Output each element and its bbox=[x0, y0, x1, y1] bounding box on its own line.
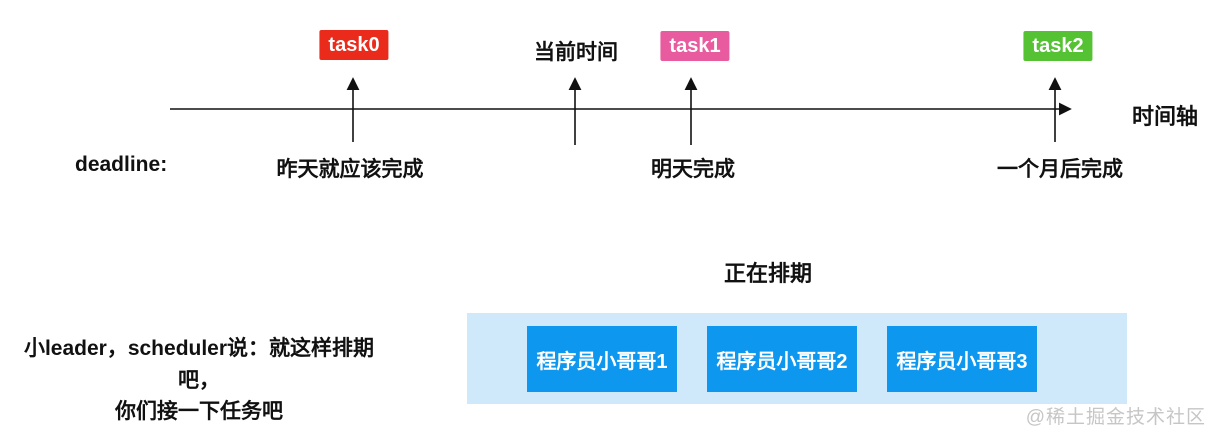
worker-box-1: 程序员小哥哥1 bbox=[527, 326, 677, 392]
worker-box-2: 程序员小哥哥2 bbox=[707, 326, 857, 392]
task0-deadline-label: 昨天就应该完成 bbox=[276, 158, 424, 181]
deadline-prefix-label: deadline: bbox=[75, 153, 168, 176]
leader-speech-line2: 你们接一下任务吧 bbox=[115, 400, 283, 423]
task1-label: task1 bbox=[660, 31, 730, 61]
scheduling-status-label: 正在排期 bbox=[723, 261, 813, 286]
worker-box-3: 程序员小哥哥3 bbox=[887, 326, 1037, 392]
current-time-label: 当前时间 bbox=[534, 41, 618, 64]
task2-label: task2 bbox=[1023, 31, 1093, 61]
juejin-watermark: @稀土掘金技术社区 bbox=[1025, 407, 1206, 428]
leader-speech-text: 小leader，scheduler说：就这样排期吧， 你们接一下任务吧 bbox=[8, 333, 390, 428]
task0-label: task0 bbox=[319, 30, 389, 60]
scheduling-pool-container: 程序员小哥哥1 程序员小哥哥2 程序员小哥哥3 bbox=[467, 313, 1127, 404]
task1-deadline-label: 明天完成 bbox=[651, 158, 735, 181]
task2-deadline-label: 一个月后完成 bbox=[997, 158, 1123, 181]
time-axis-label: 时间轴 bbox=[1132, 104, 1199, 129]
leader-speech-line1: 小leader，scheduler说：就这样排期吧， bbox=[23, 337, 375, 392]
